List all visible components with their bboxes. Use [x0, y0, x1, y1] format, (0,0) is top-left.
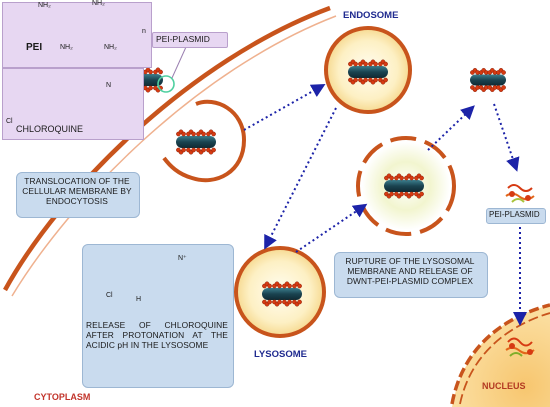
- plasmid-bead: [277, 283, 282, 289]
- translocation-caption: TRANSLOCATION OF THE CELLULAR MEMBRANE B…: [22, 176, 132, 206]
- plasmid-bead: [181, 131, 186, 137]
- nanotube: [262, 288, 302, 300]
- plasmid-bead: [363, 61, 368, 67]
- nucleus-envelope: [450, 303, 550, 405]
- plasmid-bead: [409, 191, 414, 197]
- pei-plasmid-top-box: [152, 32, 228, 48]
- plasmid-bead: [419, 191, 424, 197]
- pei-atom-nh2-d: NH₂: [104, 44, 117, 51]
- pei-plasmid-right-box: [486, 208, 546, 224]
- arrow-to-endosome: [243, 84, 326, 131]
- translocation-caption-box: [16, 172, 140, 218]
- nucleus-body: [452, 305, 550, 407]
- release-caption: RELEASE OF CHLOROQUINE AFTER PROTONATION…: [86, 320, 228, 350]
- plasmid-bead: [373, 77, 378, 83]
- arrow-free-to-unpack: [493, 103, 520, 172]
- plasmid-bead: [277, 299, 282, 305]
- plasmid-bead: [501, 70, 506, 75]
- pei-atom-nh2-a: NH₂: [38, 2, 51, 9]
- arrow-lysosome-to-rupture: [295, 203, 368, 253]
- plasmid-bead: [211, 147, 216, 153]
- cell-membrane-inner: [11, 15, 337, 297]
- chloroquine-box: [2, 68, 144, 140]
- plasmid-bead: [267, 283, 272, 289]
- plasmid-bead: [191, 131, 196, 137]
- nuclear-plasmid: [505, 337, 535, 357]
- pei-box: [2, 2, 152, 68]
- plasmid-bead: [389, 191, 394, 197]
- release-atom-h: H: [136, 296, 142, 303]
- complex-in-lysosome: [262, 281, 302, 307]
- plasmid-bead: [148, 69, 153, 75]
- plasmid-bead: [297, 299, 302, 305]
- plasmid-bead: [297, 283, 302, 289]
- complex-free: [470, 68, 506, 92]
- chloroquine-atom-n: N: [106, 82, 112, 89]
- pei-plasmid-top-label: PEI-PLASMID: [156, 34, 210, 44]
- plasmid-bead: [353, 61, 358, 67]
- pei-atom-nh2-b: NH₂: [92, 0, 105, 7]
- plasmid-bead: [353, 77, 358, 83]
- pei-plasmid-right-label: PEI-PLASMID: [489, 210, 540, 219]
- release-caption-box: [82, 244, 234, 388]
- complex-in-endosome: [348, 59, 388, 85]
- nanotube: [470, 74, 506, 86]
- nucleus-envelope-inner: [459, 312, 550, 405]
- release-atom-n-plus: N⁺: [178, 255, 187, 262]
- cytoplasm-title: CYTOPLASM: [34, 392, 91, 402]
- plasmid-bead: [201, 147, 206, 153]
- plasmid-bead: [389, 175, 394, 181]
- plasmid-bead: [383, 77, 388, 83]
- plasmid-bead: [211, 131, 216, 137]
- lysosome-title: LYSOSOME: [254, 349, 307, 360]
- nanotube: [348, 66, 388, 78]
- plasmid-bead: [501, 85, 506, 90]
- plasmid-bead: [383, 61, 388, 67]
- plasmid-bead: [373, 61, 378, 67]
- plasmid-bead: [409, 175, 414, 181]
- plasmid-bead: [363, 77, 368, 83]
- unpacked-plasmid: [505, 184, 535, 203]
- rupture-caption: RUPTURE OF THE LYSOSOMAL MEMBRANE AND RE…: [345, 256, 475, 286]
- rupture-caption-box: [334, 252, 488, 298]
- pei-atom-nh2-c: NH₂: [60, 44, 73, 51]
- plasmid-bead: [191, 147, 196, 153]
- nanotube: [176, 136, 216, 148]
- endocytosis-invagination: [162, 99, 247, 183]
- arrow-endosome-to-lysosome: [264, 107, 337, 250]
- complex-ruptured: [384, 173, 424, 199]
- plasmid-bead: [181, 147, 186, 153]
- arrow-rupture-to-free: [427, 105, 475, 151]
- endosome-title: ENDOSOME: [343, 10, 399, 21]
- ruptured-membrane: [356, 136, 456, 236]
- release-atom-cl: Cl: [106, 292, 113, 299]
- plasmid-bead: [267, 299, 272, 305]
- complex-in-pocket: [176, 129, 216, 155]
- chloroquine-atom-cl: Cl: [6, 118, 13, 125]
- nucleus-title: NUCLEUS: [482, 381, 526, 391]
- pei-plasmid-highlight: [157, 75, 175, 93]
- pei-label: PEI: [26, 42, 43, 53]
- plasmid-bead: [148, 85, 153, 91]
- plasmid-bead: [287, 283, 292, 289]
- plasmid-bead: [287, 299, 292, 305]
- plasmid-bead: [201, 131, 206, 137]
- pei-repeat-n: n: [142, 28, 146, 35]
- plasmid-bead: [419, 175, 424, 181]
- nanotube: [384, 180, 424, 192]
- pei-plasmid-leader-line: [171, 46, 187, 79]
- chloroquine-label: CHLOROQUINE: [16, 124, 84, 134]
- plasmid-bead: [399, 175, 404, 181]
- transport-arrows: [243, 84, 527, 326]
- plasmid-bead: [158, 69, 163, 75]
- plasmid-bead: [399, 191, 404, 197]
